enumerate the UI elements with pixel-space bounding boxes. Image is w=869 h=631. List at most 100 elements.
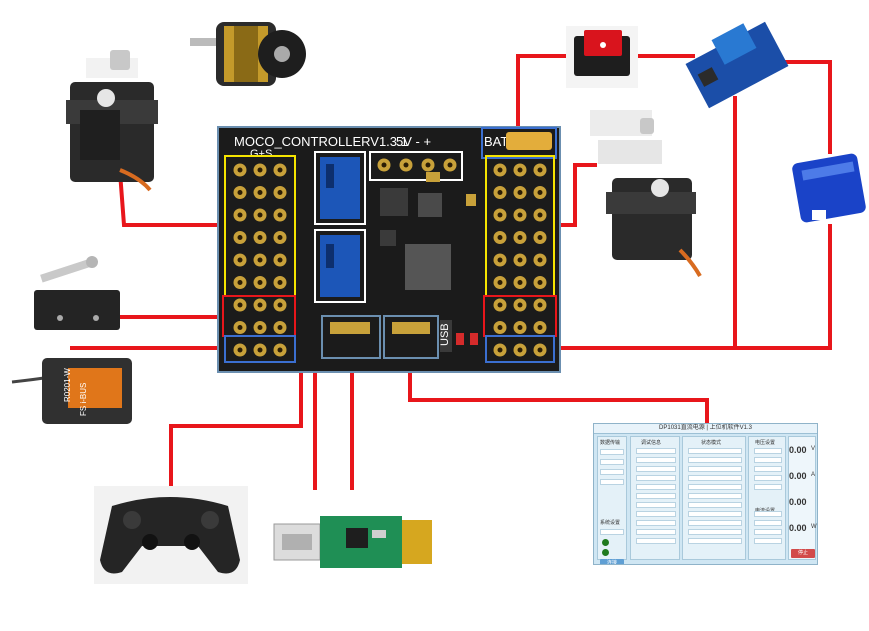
board-label-usb: USB <box>439 323 451 346</box>
software-table-row <box>636 493 676 499</box>
left-pin-hole <box>237 325 243 330</box>
right-pin-hole <box>537 302 543 308</box>
left-pin-hole <box>277 302 283 308</box>
stop-button[interactable]: 停止 <box>791 549 815 558</box>
software-left-panel: 数据传输 系统设置 连接 <box>597 436 627 564</box>
left-pin-hole <box>237 167 243 173</box>
left-pin-hole <box>257 235 263 240</box>
usb-port <box>440 320 452 352</box>
software-title: DP1031直流电源 | 上位机软件V1.3 <box>594 424 817 434</box>
software-table-row <box>636 511 676 517</box>
left-pin-hole <box>237 212 243 218</box>
software-table-row <box>636 475 676 481</box>
power-pin-hole <box>447 162 453 168</box>
software-section-3: 电压设置 <box>755 440 776 446</box>
usb-ttl <box>273 516 432 568</box>
left-pin-hole <box>257 325 263 330</box>
right-pin-hole <box>497 280 503 285</box>
right-pin-hole <box>517 257 523 263</box>
software-table-row <box>688 475 742 481</box>
right-pin-hole <box>537 167 543 173</box>
right-pin-hole <box>517 347 523 353</box>
software-tab-1[interactable]: 数据传输 <box>600 440 621 446</box>
left-pin-hole <box>237 190 243 195</box>
chip-main <box>405 244 451 290</box>
wire-servo-left <box>117 169 228 227</box>
left-pin-hole <box>237 257 243 263</box>
software-section-1: 调试信息 <box>641 440 662 446</box>
power-pin-hole <box>381 162 387 168</box>
software-table-row <box>636 529 676 535</box>
bottom-connector-2 <box>383 315 439 359</box>
software-table-row <box>754 484 782 490</box>
left-pin-hole <box>277 190 283 195</box>
right-pin-hole <box>497 325 503 330</box>
brushless-motor <box>190 22 306 86</box>
left-pin-hole <box>277 257 283 263</box>
right-pin-hole <box>517 302 523 308</box>
readout-voltage-unit: V <box>811 446 816 452</box>
connect-button[interactable]: 连接 <box>600 559 624 564</box>
left-pin-hole <box>257 167 263 173</box>
right-header-blue-box <box>485 335 555 363</box>
right-pin-hole <box>537 347 543 353</box>
right-pin-hole <box>497 212 503 218</box>
right-pin-hole <box>497 167 503 173</box>
gamepad <box>94 486 248 584</box>
software-table-row <box>688 484 742 490</box>
right-pin-hole <box>537 212 543 218</box>
left-pin-hole <box>277 235 283 240</box>
controller-board: MOCO_CONTROLLERV1.3.1 5V - + G+S BAT+ <box>217 126 561 373</box>
readout-energy-unit: W <box>811 524 817 530</box>
left-pin-hole <box>257 347 263 353</box>
left-header-blue-box <box>224 335 296 363</box>
right-pin-hole <box>497 302 503 308</box>
wire-relay-battery <box>780 60 832 154</box>
right-pin-hole <box>517 235 523 240</box>
readout-energy: 0.00 <box>789 523 807 533</box>
left-pin-hole <box>257 302 263 308</box>
left-pin-hole <box>277 212 283 218</box>
software-table-row <box>754 511 782 517</box>
right-pin-hole <box>517 167 523 173</box>
software-table-row <box>636 484 676 490</box>
chip-2 <box>418 193 442 217</box>
software-table-row <box>636 520 676 526</box>
software-table-row <box>688 448 742 454</box>
power-pin-header <box>377 158 457 172</box>
software-table-row <box>754 529 782 535</box>
software-table-row <box>688 493 742 499</box>
power-pin-hole <box>425 162 431 168</box>
software-tab-2[interactable]: 系统设置 <box>600 520 621 526</box>
right-pin-hole <box>497 257 503 263</box>
readout-voltage: 0.00 <box>789 445 807 455</box>
software-table-row <box>754 466 782 472</box>
software-table-row <box>688 457 742 463</box>
connector-bottom-white-box <box>314 229 366 303</box>
software-readout-panel: 0.00 V 0.00 A 0.00 0.00 W 停止 <box>788 436 817 560</box>
left-pin-hole <box>277 325 283 330</box>
right-pin-hole <box>517 280 523 285</box>
lipo-battery <box>792 153 866 223</box>
left-pin-hole <box>257 212 263 218</box>
software-table-row <box>688 520 742 526</box>
software-table-row <box>754 448 782 454</box>
readout-current-unit: A <box>811 472 816 478</box>
software-table-row <box>754 520 782 526</box>
software-table-row <box>636 502 676 508</box>
board-label-gs: G+S <box>250 148 272 160</box>
software-table-row <box>688 466 742 472</box>
receiver-brand: FS i-BUS <box>79 383 88 416</box>
chip-small <box>380 230 396 246</box>
left-pin-hole <box>237 347 243 353</box>
servo-top-left <box>66 50 158 192</box>
connector-top-white-box <box>314 151 366 225</box>
right-pin-hole <box>497 235 503 240</box>
board-label-5v: 5V - + <box>396 134 431 149</box>
right-pin-hole <box>517 325 523 330</box>
rc-receiver: R0201-W FS i-BUS <box>11 358 132 424</box>
software-window: DP1031直流电源 | 上位机软件V1.3 数据传输 系统设置 连接 调试信息… <box>593 423 818 565</box>
software-table-row <box>636 466 676 472</box>
software-table-row <box>688 538 742 544</box>
